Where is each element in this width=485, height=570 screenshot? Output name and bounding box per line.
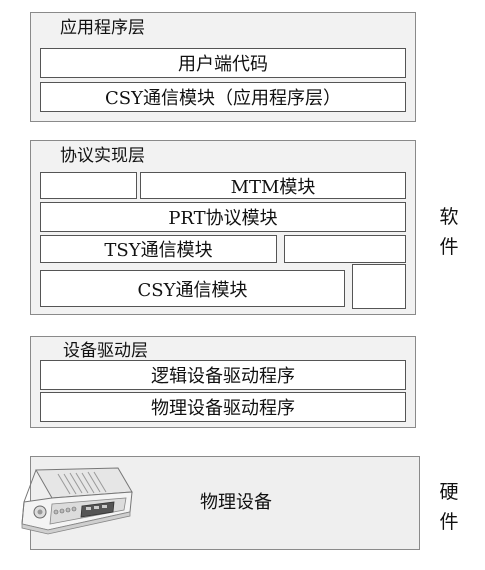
protocol-layer-title: 协议实现层 [60, 146, 145, 166]
empty-box-left [40, 172, 137, 199]
driver-layer-title: 设备驱动层 [63, 341, 148, 361]
software-char-2: 件 [439, 236, 459, 258]
hardware-side-label: 硬 件 [438, 477, 460, 537]
software-char-1: 软 [439, 206, 459, 228]
empty-box-right-top [284, 235, 406, 263]
prt-protocol-module-box: PRT协议模块 [40, 202, 406, 232]
modem-device-icon [21, 467, 133, 535]
physical-device-label: 物理设备 [200, 492, 272, 513]
csy-module-box: CSY通信模块 [40, 270, 345, 307]
software-side-label: 软 件 [438, 202, 460, 262]
hardware-char-1: 硬 [439, 481, 459, 503]
tsy-module-box: TSY通信模块 [40, 235, 277, 263]
logical-driver-box: 逻辑设备驱动程序 [40, 360, 406, 390]
hardware-char-2: 件 [439, 511, 459, 533]
empty-box-right-bottom [352, 264, 406, 309]
user-code-box: 用户端代码 [40, 48, 406, 78]
physical-driver-box: 物理设备驱动程序 [40, 392, 406, 422]
csy-app-module-box: CSY通信模块（应用程序层） [40, 82, 406, 112]
mtm-module-box: MTM模块 [140, 172, 406, 199]
application-layer-title: 应用程序层 [60, 18, 145, 38]
